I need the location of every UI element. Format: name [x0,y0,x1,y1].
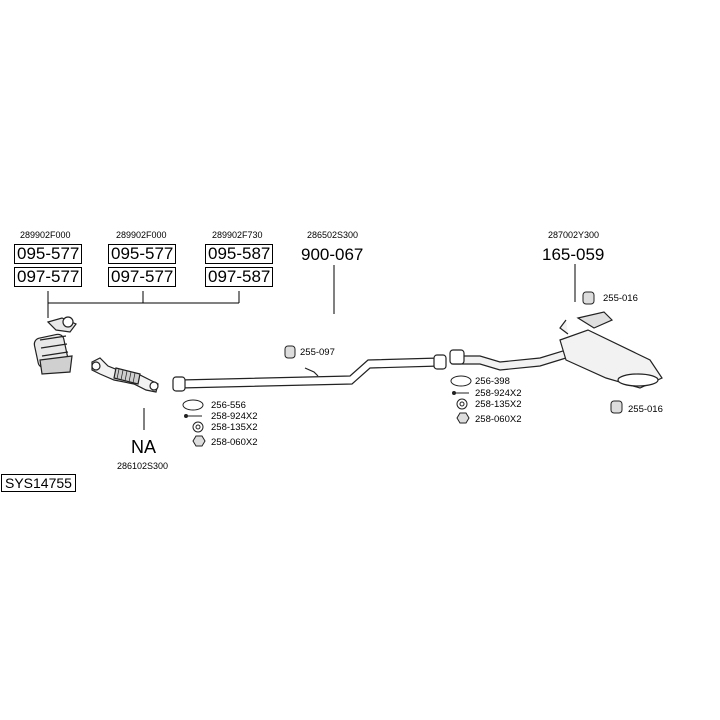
catalyst-part-1-bottom[interactable]: 097-577 [14,267,83,287]
rear-muffler-icon [449,311,663,389]
front-fittings-icons [182,399,206,447]
middle-pipe-oem: 286502S300 [307,230,359,240]
rear-muffler-part[interactable]: 165-059 [542,245,605,264]
front-fitting-gasket[interactable]: 256-556 [211,400,246,411]
front-pipe-part[interactable]: NA [131,437,157,457]
catalyst-part-2-top[interactable]: 095-577 [108,244,177,264]
catalyst-part-3-bottom[interactable]: 097-587 [205,267,274,287]
front-fitting-washer[interactable]: 258-135X2 [211,422,258,433]
rear-muffler-oem: 287002Y300 [548,230,600,240]
catalyst-part-1-top[interactable]: 095-577 [14,244,83,264]
catalyst-oem-2: 289902F000 [116,230,167,240]
leader-lines [143,264,576,430]
rear-fitting-washer[interactable]: 258-135X2 [475,399,522,410]
hanger-icon-255-016-bottom [610,400,623,414]
middle-pipe-icon [172,354,447,392]
catalyst-part-2-bottom[interactable]: 097-577 [108,267,177,287]
rear-fitting-bolt[interactable]: 258-924X2 [475,388,522,399]
rear-hanger-bottom[interactable]: 255-016 [628,404,663,415]
rear-hanger-top[interactable]: 255-016 [603,293,638,304]
middle-pipe-hanger[interactable]: 255-097 [300,347,335,358]
hanger-icon-255-016-top [582,291,595,305]
catalyst-bracket [47,291,240,318]
hanger-icon-255-097 [284,345,296,359]
catalyst-part-3-top[interactable]: 095-587 [205,244,274,264]
front-fitting-nut[interactable]: 258-060X2 [211,437,258,448]
front-fitting-bolt[interactable]: 258-924X2 [211,411,258,422]
front-pipe-icon [91,357,159,393]
rear-fittings-icons [450,375,472,424]
middle-pipe-part[interactable]: 900-067 [301,245,364,264]
catalytic-converter-icon [33,316,77,375]
rear-fitting-nut[interactable]: 258-060X2 [475,414,522,425]
catalyst-oem-3: 289902F730 [212,230,263,240]
rear-fitting-gasket[interactable]: 256-398 [475,376,510,387]
system-code: SYS14755 [1,474,76,492]
catalyst-oem-1: 289902F000 [20,230,71,240]
front-pipe-oem: 286102S300 [117,461,169,471]
